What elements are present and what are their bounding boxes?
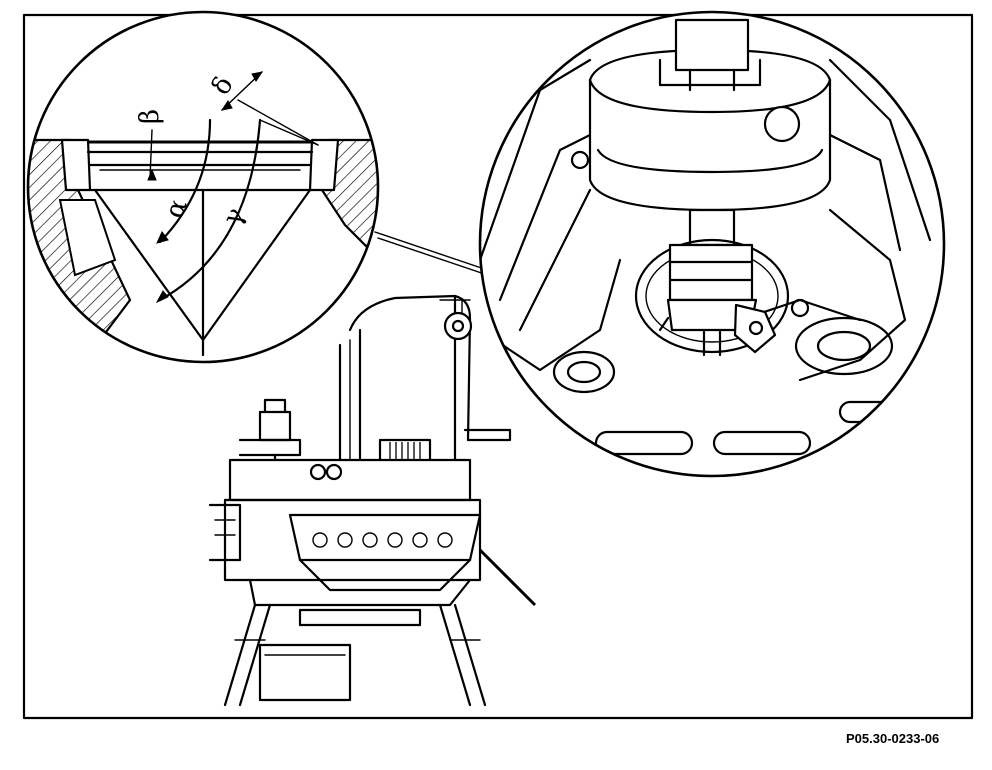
figure-code: P05.30-0233-06 [846, 731, 940, 746]
label-beta: β [135, 109, 165, 124]
valve-seat-angle-detail: β δ α γ [26, 10, 380, 364]
valve-seat-grinding-machine [208, 294, 537, 707]
figure-frame [22, 13, 974, 720]
grinding-tool-detail [478, 10, 946, 478]
